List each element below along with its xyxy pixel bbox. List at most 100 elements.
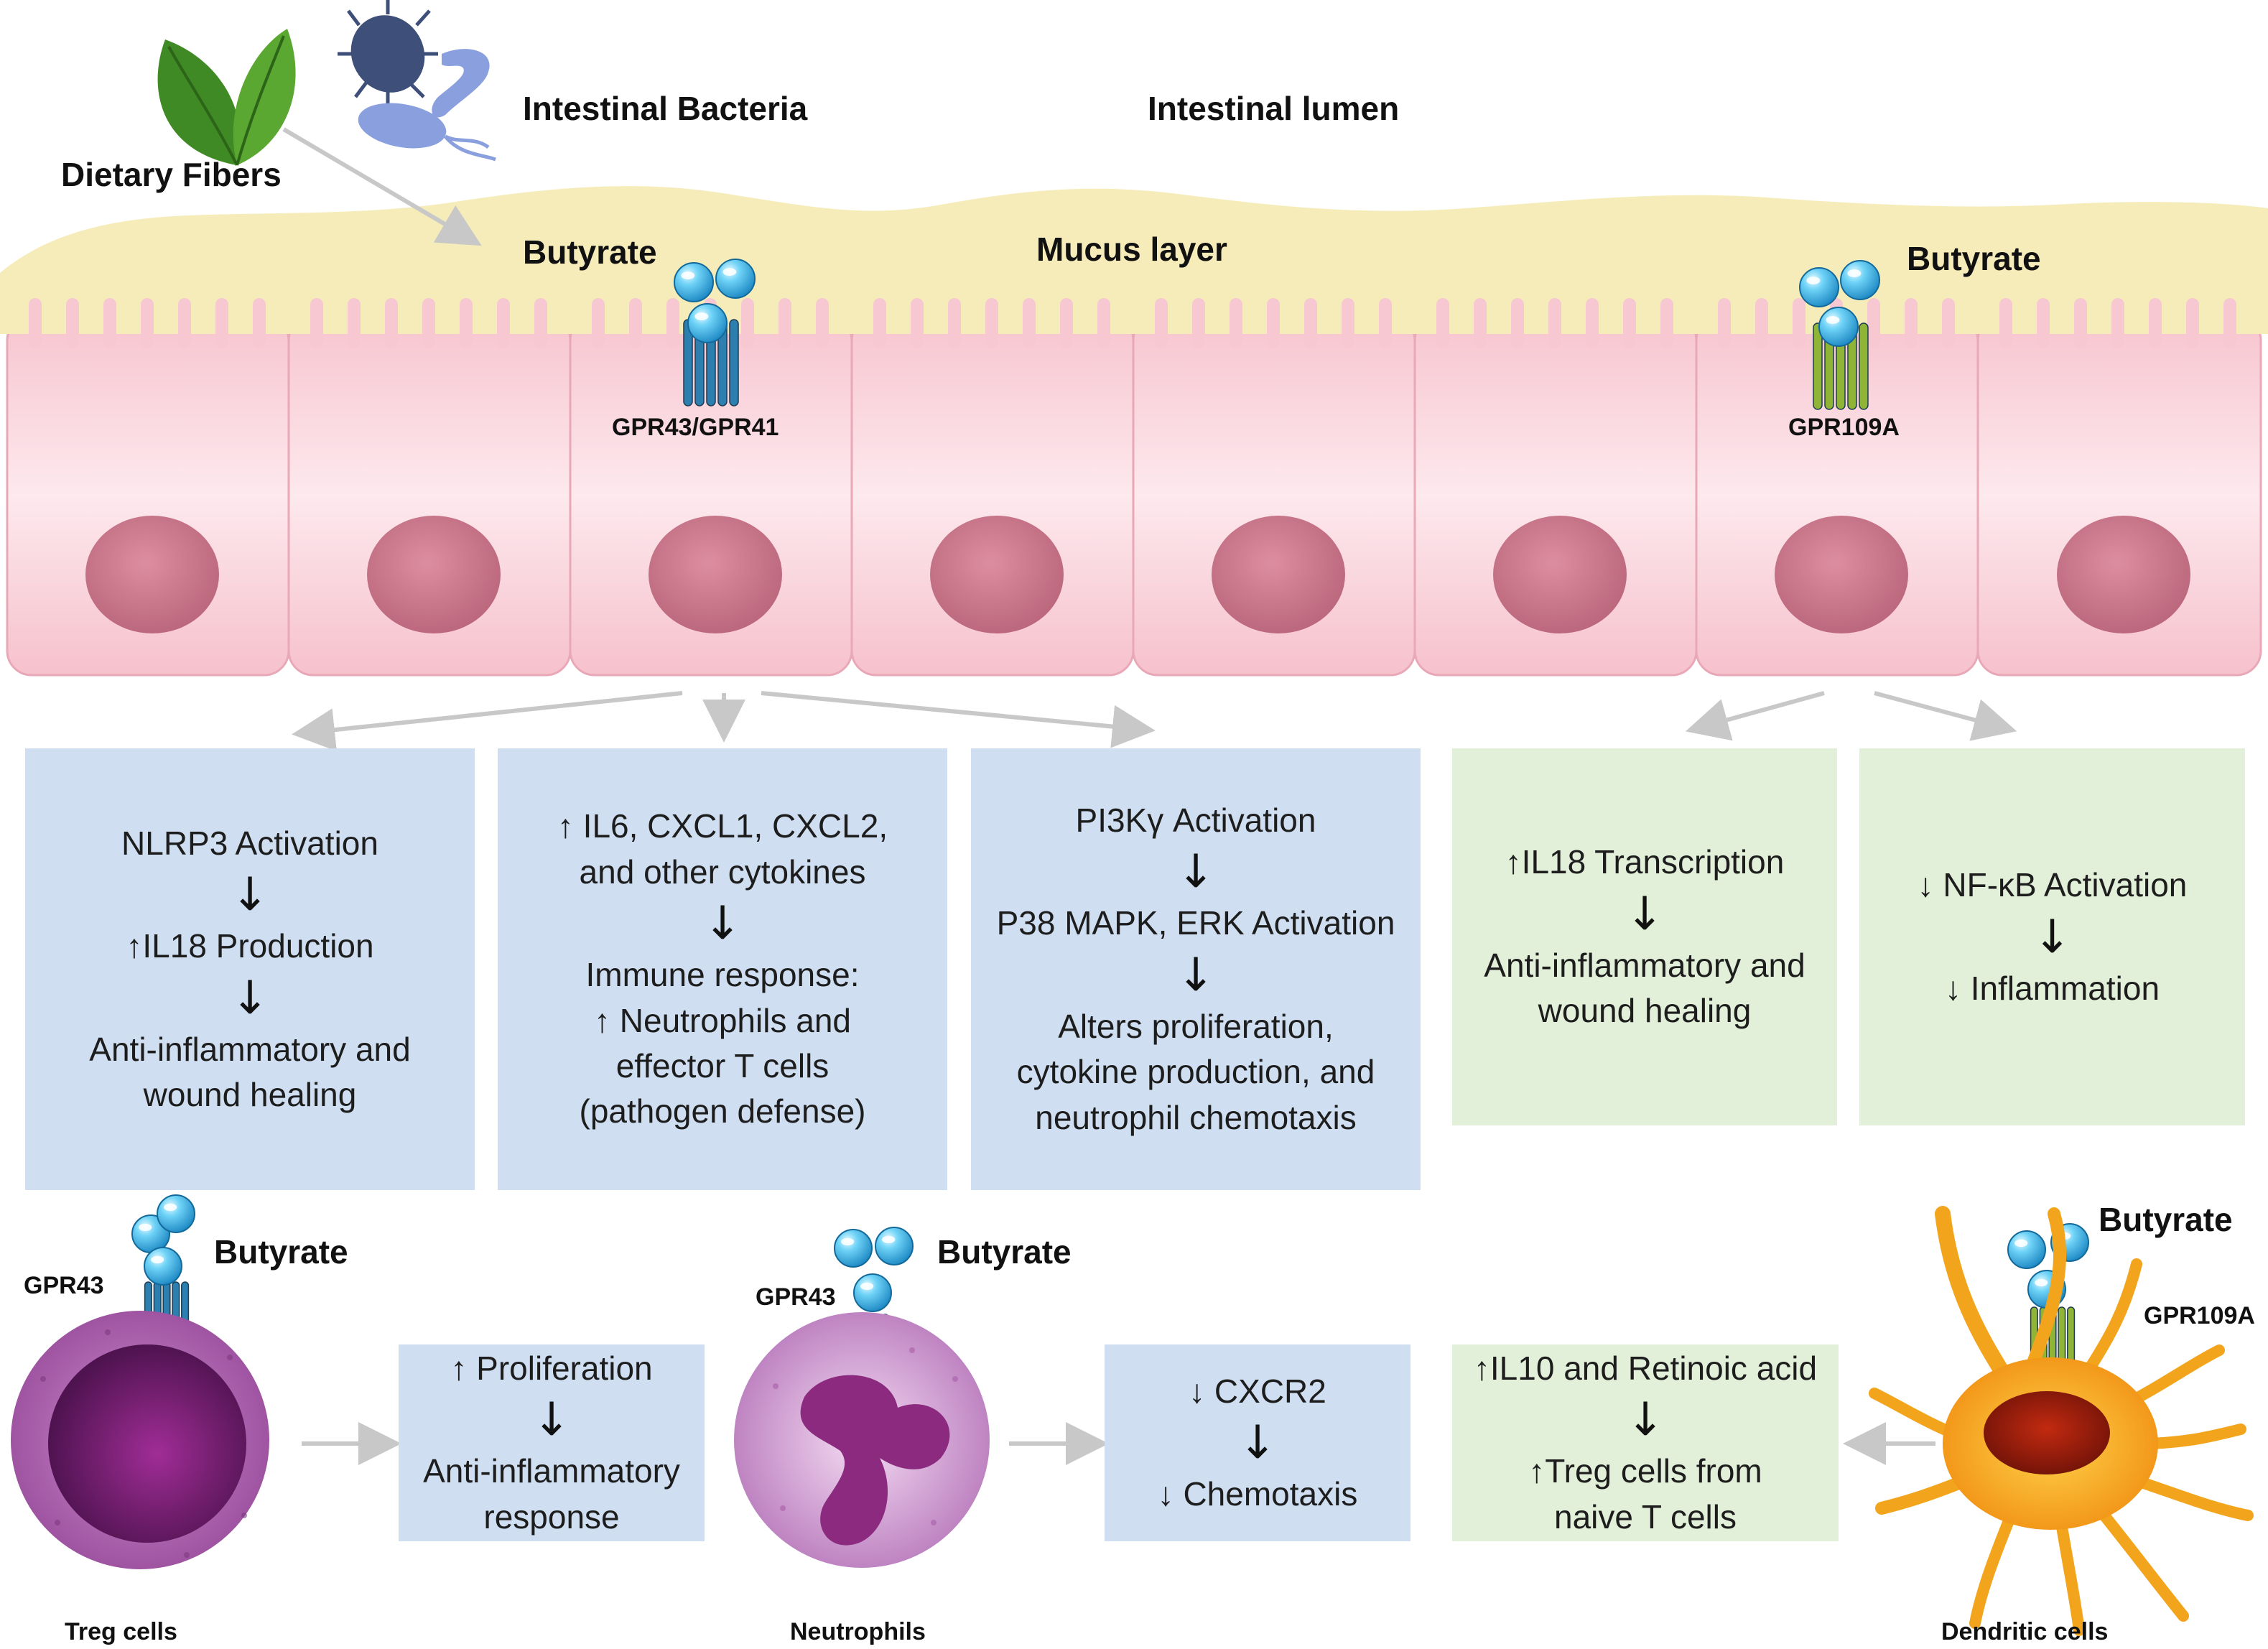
microvillus [141, 298, 154, 348]
microvillus [1155, 298, 1168, 348]
microvillus [1230, 298, 1242, 348]
molecule-highlight [722, 268, 737, 276]
microvillus [2186, 298, 2199, 348]
molecule-highlight [860, 1282, 874, 1291]
nfkb-box: ↓ NF-κB Activation ↓ ↓ Inflammation [1859, 748, 2245, 1125]
fiber-arrow [282, 127, 482, 246]
microvillus [816, 298, 829, 348]
neutrophil-gpr43-label: GPR43 [756, 1283, 836, 1311]
microvillus [666, 298, 679, 348]
microvillus [1755, 298, 1768, 348]
box-text: Anti-inflammatory and [1484, 946, 1805, 984]
microvillus [985, 298, 998, 348]
molecule-highlight [681, 271, 695, 279]
microvillus [2074, 298, 2087, 348]
box-text: Anti-inflammatory [423, 1452, 680, 1490]
molecule-highlight [1806, 277, 1821, 284]
dietary-fibers-label: Dietary Fibers [61, 156, 282, 193]
microvilli [29, 298, 2236, 348]
microvillus [592, 298, 605, 348]
box-text: neutrophil chemotaxis [1035, 1098, 1357, 1136]
microvillus [1718, 298, 1731, 348]
butyrate-molecule-icon [1840, 260, 1880, 300]
butyrate-molecule-icon [687, 303, 728, 343]
box-text: ↑IL18 Production [126, 927, 374, 965]
molecule-highlight [151, 1255, 164, 1264]
box-text: effector T cells [615, 1046, 829, 1084]
microvillus [1097, 298, 1110, 348]
microvillus [1342, 298, 1354, 348]
nuclei [85, 516, 2190, 633]
box-text: wound healing [1538, 992, 1752, 1030]
box-text: ↓ Chemotaxis [1157, 1475, 1358, 1513]
down-arrow-icon: ↓ [1238, 1416, 1277, 1469]
microvillus [422, 298, 435, 348]
microvillus [1586, 298, 1599, 348]
microvillus [385, 298, 398, 348]
microvillus [178, 298, 191, 348]
dendritic-butyrate-label: Butyrate [2099, 1201, 2233, 1238]
down-arrow-icon: ↓ [231, 971, 269, 1025]
box-text: NLRP3 Activation [121, 824, 378, 862]
microvillus [911, 298, 924, 348]
neutrophils-label: Neutrophils [790, 1618, 926, 1645]
il18-transcription-box: ↑IL18 Transcription ↓ Anti-inflammatory … [1452, 748, 1837, 1125]
box-text: ↓ CXCR2 [1189, 1372, 1326, 1410]
epithelium-arrows [292, 691, 2017, 1465]
molecule-highlight [882, 1235, 896, 1244]
box-text: wound healing [143, 1075, 357, 1113]
microvillus [1623, 298, 1636, 348]
butyrate-left-label: Butyrate [523, 233, 657, 271]
butyrate-molecule-icon [853, 1273, 892, 1312]
box-text: ↑IL18 Transcription [1505, 843, 1785, 881]
down-arrow-icon: ↓ [231, 868, 269, 922]
microvillus [1793, 298, 1805, 348]
box-text: Alters proliferation, [1058, 1007, 1334, 1045]
box-text: ↑IL10 and Retinoic acid [1473, 1349, 1818, 1387]
box-text: ↓ NF-κB Activation [1917, 866, 2188, 904]
microvillus [1060, 298, 1073, 348]
il10-box: ↑IL10 and Retinoic acid ↓ ↑Treg cells fr… [1452, 1344, 1839, 1541]
intestinal-bacteria-label: Intestinal Bacteria [523, 90, 808, 127]
box-text: ↑ Proliferation [450, 1349, 653, 1387]
receptor-helix [1813, 322, 1823, 410]
treg-cell-icon [11, 1311, 269, 1569]
gpr109a-epithelium-label: GPR109A [1788, 414, 1900, 441]
microvillus [1660, 298, 1673, 348]
microvillus [873, 298, 886, 348]
mucus-layer [0, 186, 2268, 334]
box-text: naive T cells [1554, 1497, 1737, 1536]
microvillus [253, 298, 266, 348]
box-text: Anti-inflammatory and [89, 1030, 411, 1068]
microvillus [534, 298, 547, 348]
cxcr2-box: ↓ CXCR2 ↓ ↓ Chemotaxis [1105, 1344, 1410, 1541]
down-arrow-icon: ↓ [532, 1393, 571, 1447]
box-text: ↑Treg cells from [1528, 1452, 1762, 1490]
gpr43-gpr41-label: GPR43/GPR41 [612, 414, 779, 441]
mucus-layer-label: Mucus layer [1036, 231, 1227, 268]
receptor-helix [1859, 322, 1869, 410]
box-text: PI3Kγ Activation [1075, 801, 1316, 839]
microvillus [1942, 298, 1955, 348]
leaves-icon [157, 29, 296, 166]
il6-box: ↑ IL6, CXCL1, CXCL2, and other cytokines… [498, 748, 947, 1190]
treg-cells-label: Treg cells [65, 1618, 177, 1645]
dendritic-cells-label: Dendritic cells [1941, 1618, 2109, 1645]
microvillus [1436, 298, 1449, 348]
intestinal-lumen-label: Intestinal lumen [1148, 90, 1400, 127]
butyrate-right-label: Butyrate [1907, 240, 2041, 277]
butyrate-molecule-icon [157, 1194, 195, 1233]
down-arrow-icon: ↓ [2032, 910, 2072, 964]
microvillus [1474, 298, 1487, 348]
butyrate-molecule-icon [715, 259, 756, 299]
molecule-highlight [1826, 316, 1840, 324]
box-text: Immune response: [585, 956, 860, 994]
box-text: ↓ Inflammation [1944, 969, 2160, 1007]
microvillus [2223, 298, 2236, 348]
down-arrow-icon: ↓ [703, 897, 742, 951]
treg-butyrate-label: Butyrate [214, 1233, 348, 1271]
molecule-highlight [841, 1237, 855, 1246]
microvillus [2037, 298, 2050, 348]
box-text: and other cytokines [579, 853, 866, 891]
